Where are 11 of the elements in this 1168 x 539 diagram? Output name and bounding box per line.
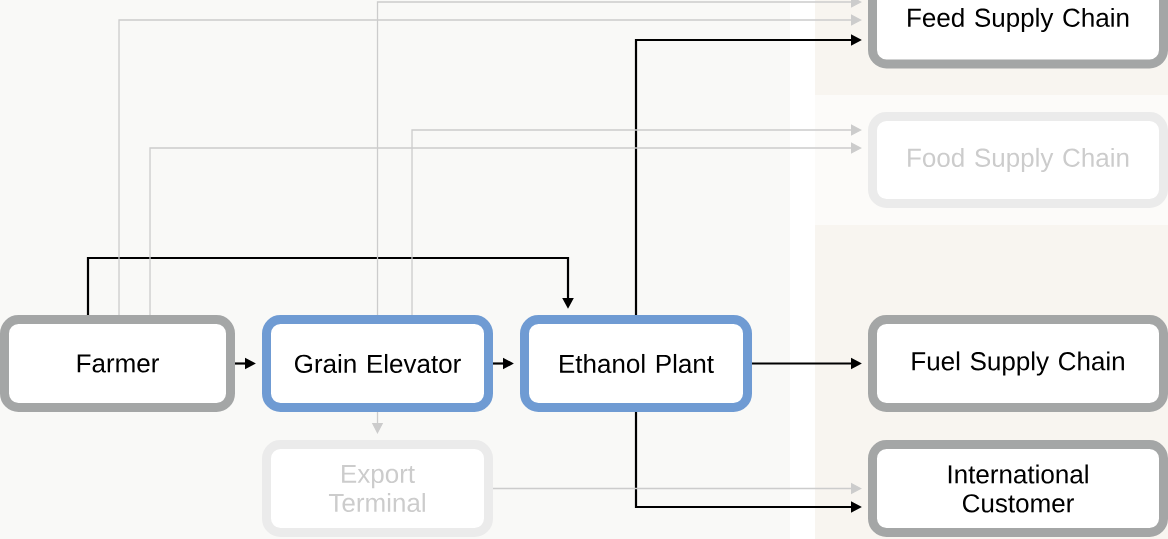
process-box: Ethanol Plant (520, 315, 752, 412)
process-box: Farmer (0, 315, 235, 412)
arrow (149, 142, 862, 316)
process-box: Grain Elevator (262, 315, 493, 412)
arrow (411, 124, 862, 316)
process-box: Fuel Supply Chain (868, 315, 1168, 412)
arrow (376, 0, 862, 316)
arrow (86, 256, 574, 315)
process-box: International Customer (868, 440, 1168, 537)
arrow (118, 14, 862, 316)
process-box: Feed Supply Chain (868, 0, 1168, 69)
